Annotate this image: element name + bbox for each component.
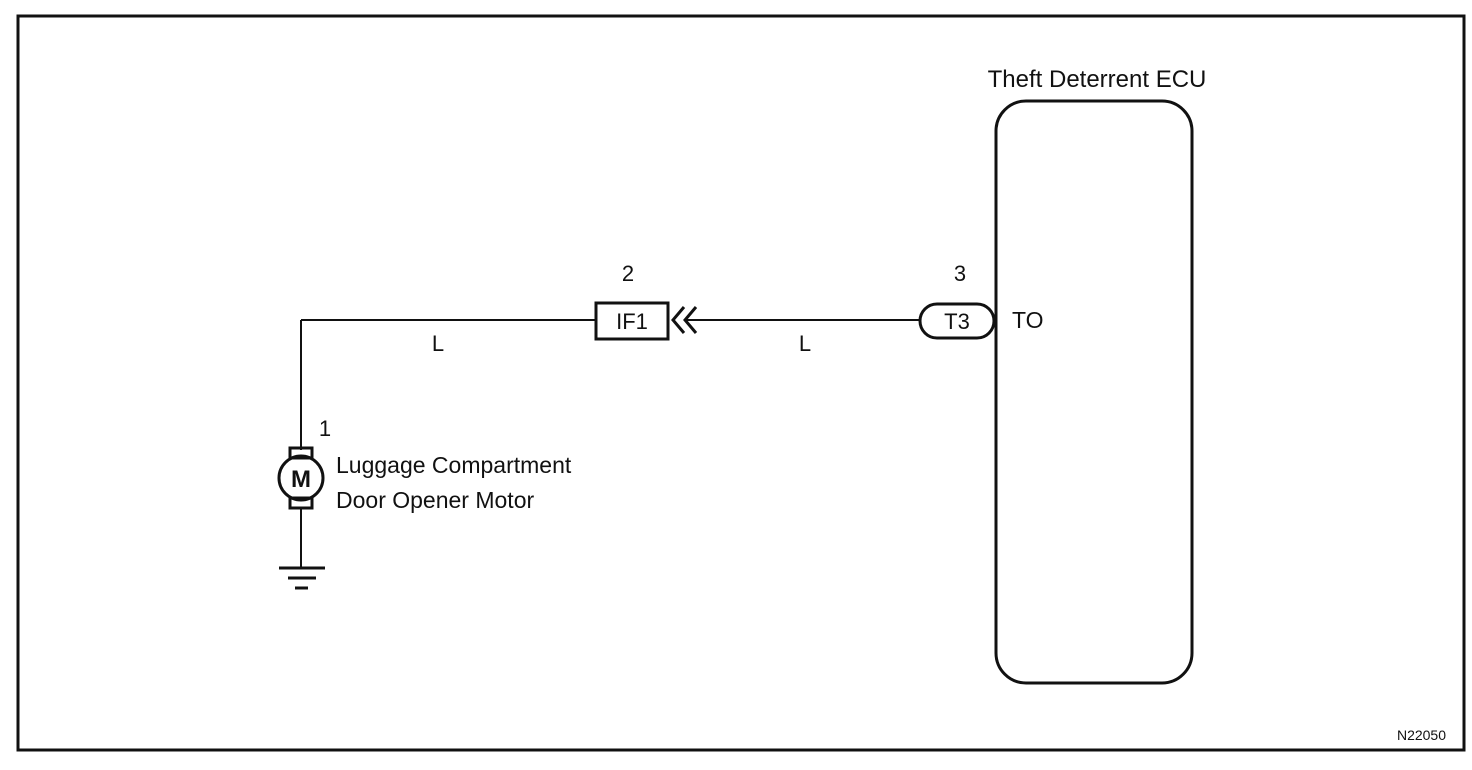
ecu-terminal-name: TO	[1012, 307, 1044, 333]
connector-t3-pin: 3	[954, 261, 966, 286]
chevron-icon	[683, 306, 698, 334]
motor-icon: M	[277, 446, 325, 510]
chevron-icon	[671, 306, 686, 334]
connector-if1-pin: 2	[622, 261, 634, 286]
wire-left-color: L	[432, 331, 444, 356]
diagram-frame	[16, 14, 1466, 752]
motor-pin: 1	[319, 416, 331, 441]
connector-t3-label: T3	[944, 309, 970, 334]
connector-if1-label: IF1	[616, 309, 648, 334]
motor-symbol: M	[291, 466, 311, 493]
figure-id: N22050	[1397, 727, 1446, 743]
motor-name-line1: Luggage Compartment	[336, 452, 572, 478]
ground-icon	[279, 566, 325, 590]
motor-name-line2: Door Opener Motor	[336, 487, 534, 513]
ecu-box	[994, 99, 1194, 685]
wire-right-color: L	[799, 331, 811, 356]
ecu-title: Theft Deterrent ECU	[988, 66, 1207, 93]
